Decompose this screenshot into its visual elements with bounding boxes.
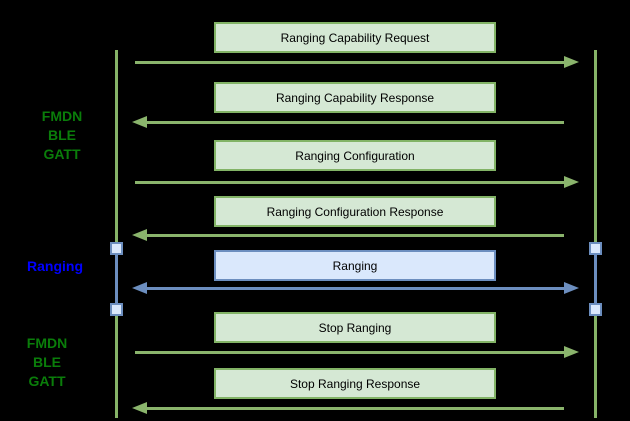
- arrowhead-right-icon: [564, 282, 579, 294]
- message-arrow-left: [147, 407, 564, 410]
- activation-marker: [589, 303, 602, 316]
- phase-label-line: BLE: [33, 354, 61, 370]
- phase-label-line: BLE: [48, 127, 76, 143]
- lifeline-right-blue-segment: [594, 242, 597, 316]
- message-arrow-left: [147, 234, 564, 237]
- message-label: Ranging Configuration: [295, 148, 415, 163]
- phase-label-line: GATT: [43, 146, 81, 162]
- activation-marker: [110, 303, 123, 316]
- activation-marker: [589, 242, 602, 255]
- message-box-ranging-configuration: Ranging Configuration: [214, 140, 496, 171]
- message-arrow-right: [135, 61, 564, 64]
- lifeline-left-green-bottom: [115, 316, 118, 418]
- activation-marker: [110, 242, 123, 255]
- lifeline-left-blue-segment: [115, 242, 118, 316]
- message-box-ranging-capability-response: Ranging Capability Response: [214, 82, 496, 113]
- message-label: Ranging Capability Request: [280, 30, 430, 45]
- arrowhead-right-icon: [564, 176, 579, 188]
- arrowhead-left-icon: [132, 229, 147, 241]
- lifeline-right-green-top: [594, 50, 597, 242]
- message-arrow-bidirectional: [147, 287, 564, 290]
- message-box-stop-ranging: Stop Ranging: [214, 312, 496, 343]
- arrowhead-left-icon: [132, 116, 147, 128]
- phase-label-ranging: Ranging: [12, 257, 98, 276]
- arrowhead-right-icon: [564, 346, 579, 358]
- message-arrow-right: [135, 181, 564, 184]
- phase-label-line: FMDN: [26, 335, 68, 351]
- phase-label-fmdn-ble-gatt-bottom: FMDN BLE GATT: [4, 334, 90, 391]
- message-arrow-right: [135, 351, 564, 354]
- message-arrow-left: [147, 121, 564, 124]
- message-label: Stop Ranging Response: [289, 376, 421, 391]
- message-label: Ranging Capability Response: [275, 90, 435, 105]
- phase-label-line: GATT: [28, 373, 66, 389]
- arrowhead-left-icon: [132, 402, 147, 414]
- message-label: Ranging Configuration Response: [266, 204, 444, 219]
- lifeline-left-green-top: [115, 50, 118, 242]
- arrowhead-left-icon: [132, 282, 147, 294]
- phase-label-line: FMDN: [41, 108, 83, 124]
- message-box-ranging: Ranging: [214, 250, 496, 281]
- message-label: Stop Ranging: [318, 320, 392, 335]
- message-box-ranging-configuration-response: Ranging Configuration Response: [214, 196, 496, 227]
- lifeline-right-green-bottom: [594, 316, 597, 418]
- message-box-stop-ranging-response: Stop Ranging Response: [214, 368, 496, 399]
- message-box-ranging-capability-request: Ranging Capability Request: [214, 22, 496, 53]
- message-label: Ranging: [332, 258, 378, 273]
- phase-label-line: Ranging: [27, 258, 83, 274]
- arrowhead-right-icon: [564, 56, 579, 68]
- phase-label-fmdn-ble-gatt-top: FMDN BLE GATT: [19, 107, 105, 164]
